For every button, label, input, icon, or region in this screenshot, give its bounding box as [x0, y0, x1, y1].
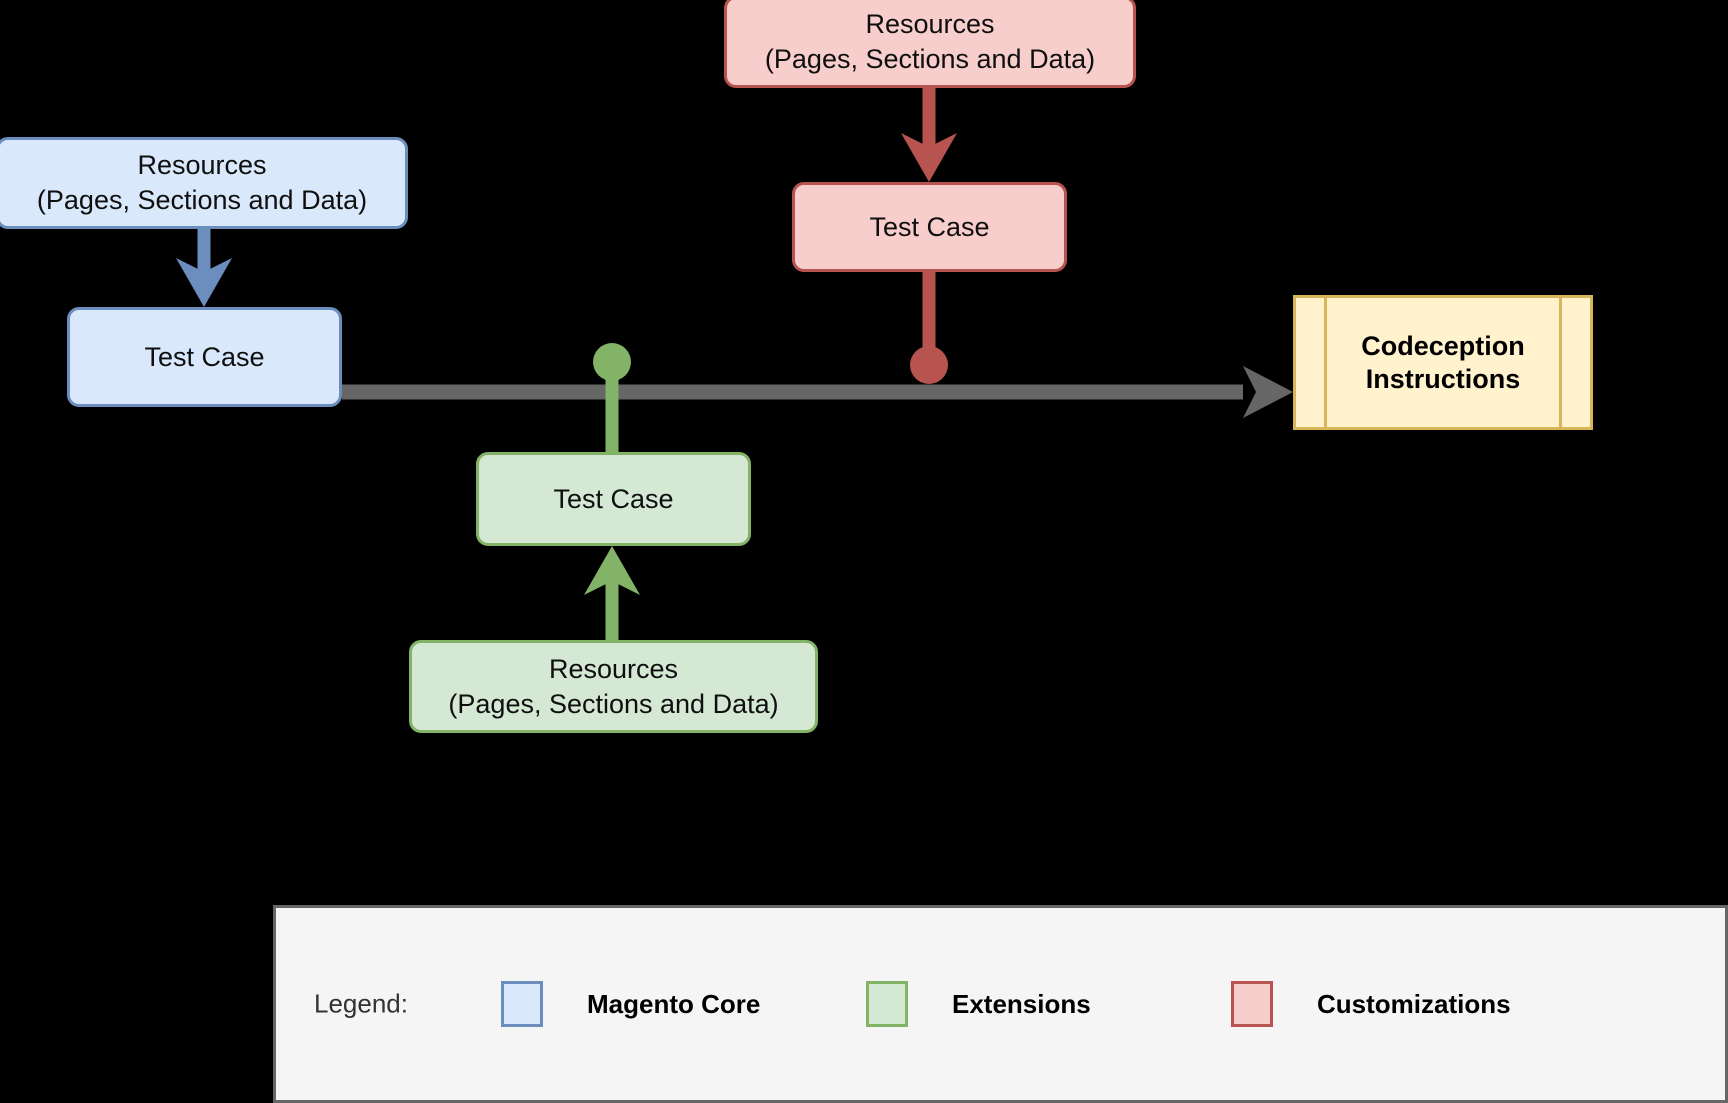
legend-title: Legend: [314, 988, 408, 1019]
connector-dot-extensions [593, 343, 631, 381]
node-label: Test Case [144, 341, 265, 372]
legend-swatch-extensions [866, 981, 908, 1027]
legend-label: Customizations [1317, 988, 1511, 1019]
edge-ext-testcase-to-main-flow [593, 343, 631, 452]
node-customizations-test-case[interactable]: Test Case [792, 182, 1067, 272]
edge-custom-resources-to-testcase [901, 88, 957, 182]
edge-core-resources-to-testcase [176, 229, 232, 307]
legend-item-magento-core: Magento Core [501, 981, 760, 1027]
edge-main-flow [342, 366, 1293, 418]
legend-label: Extensions [952, 988, 1091, 1019]
edge-ext-resources-to-testcase [584, 546, 640, 640]
node-extensions-resources[interactable]: Resources (Pages, Sections and Data) [409, 640, 818, 733]
process-bar-right-icon [1559, 298, 1562, 427]
node-core-resources[interactable]: Resources (Pages, Sections and Data) [0, 137, 408, 229]
node-extensions-test-case[interactable]: Test Case [476, 452, 751, 546]
node-codeception-instructions[interactable]: Codeception Instructions [1293, 295, 1593, 430]
process-bar-left-icon [1324, 298, 1327, 427]
legend-item-customizations: Customizations [1231, 981, 1511, 1027]
node-label: Codeception Instructions [1361, 331, 1525, 394]
node-label: Resources (Pages, Sections and Data) [448, 653, 779, 719]
node-label: Test Case [553, 483, 674, 514]
legend-swatch-customizations [1231, 981, 1273, 1027]
node-label: Test Case [869, 211, 990, 242]
legend-item-extensions: Extensions [866, 981, 1091, 1027]
node-core-test-case[interactable]: Test Case [67, 307, 342, 407]
legend-swatch-magento-core [501, 981, 543, 1027]
connector-dot-customizations [910, 346, 948, 384]
node-customizations-resources[interactable]: Resources (Pages, Sections and Data) [724, 0, 1136, 88]
node-label: Resources (Pages, Sections and Data) [764, 9, 1096, 74]
legend-panel: Legend: Magento Core Extensions Customiz… [273, 905, 1728, 1103]
legend-label: Magento Core [587, 988, 761, 1019]
node-label: Resources (Pages, Sections and Data) [36, 150, 368, 215]
edge-custom-testcase-to-main-flow [910, 272, 948, 384]
